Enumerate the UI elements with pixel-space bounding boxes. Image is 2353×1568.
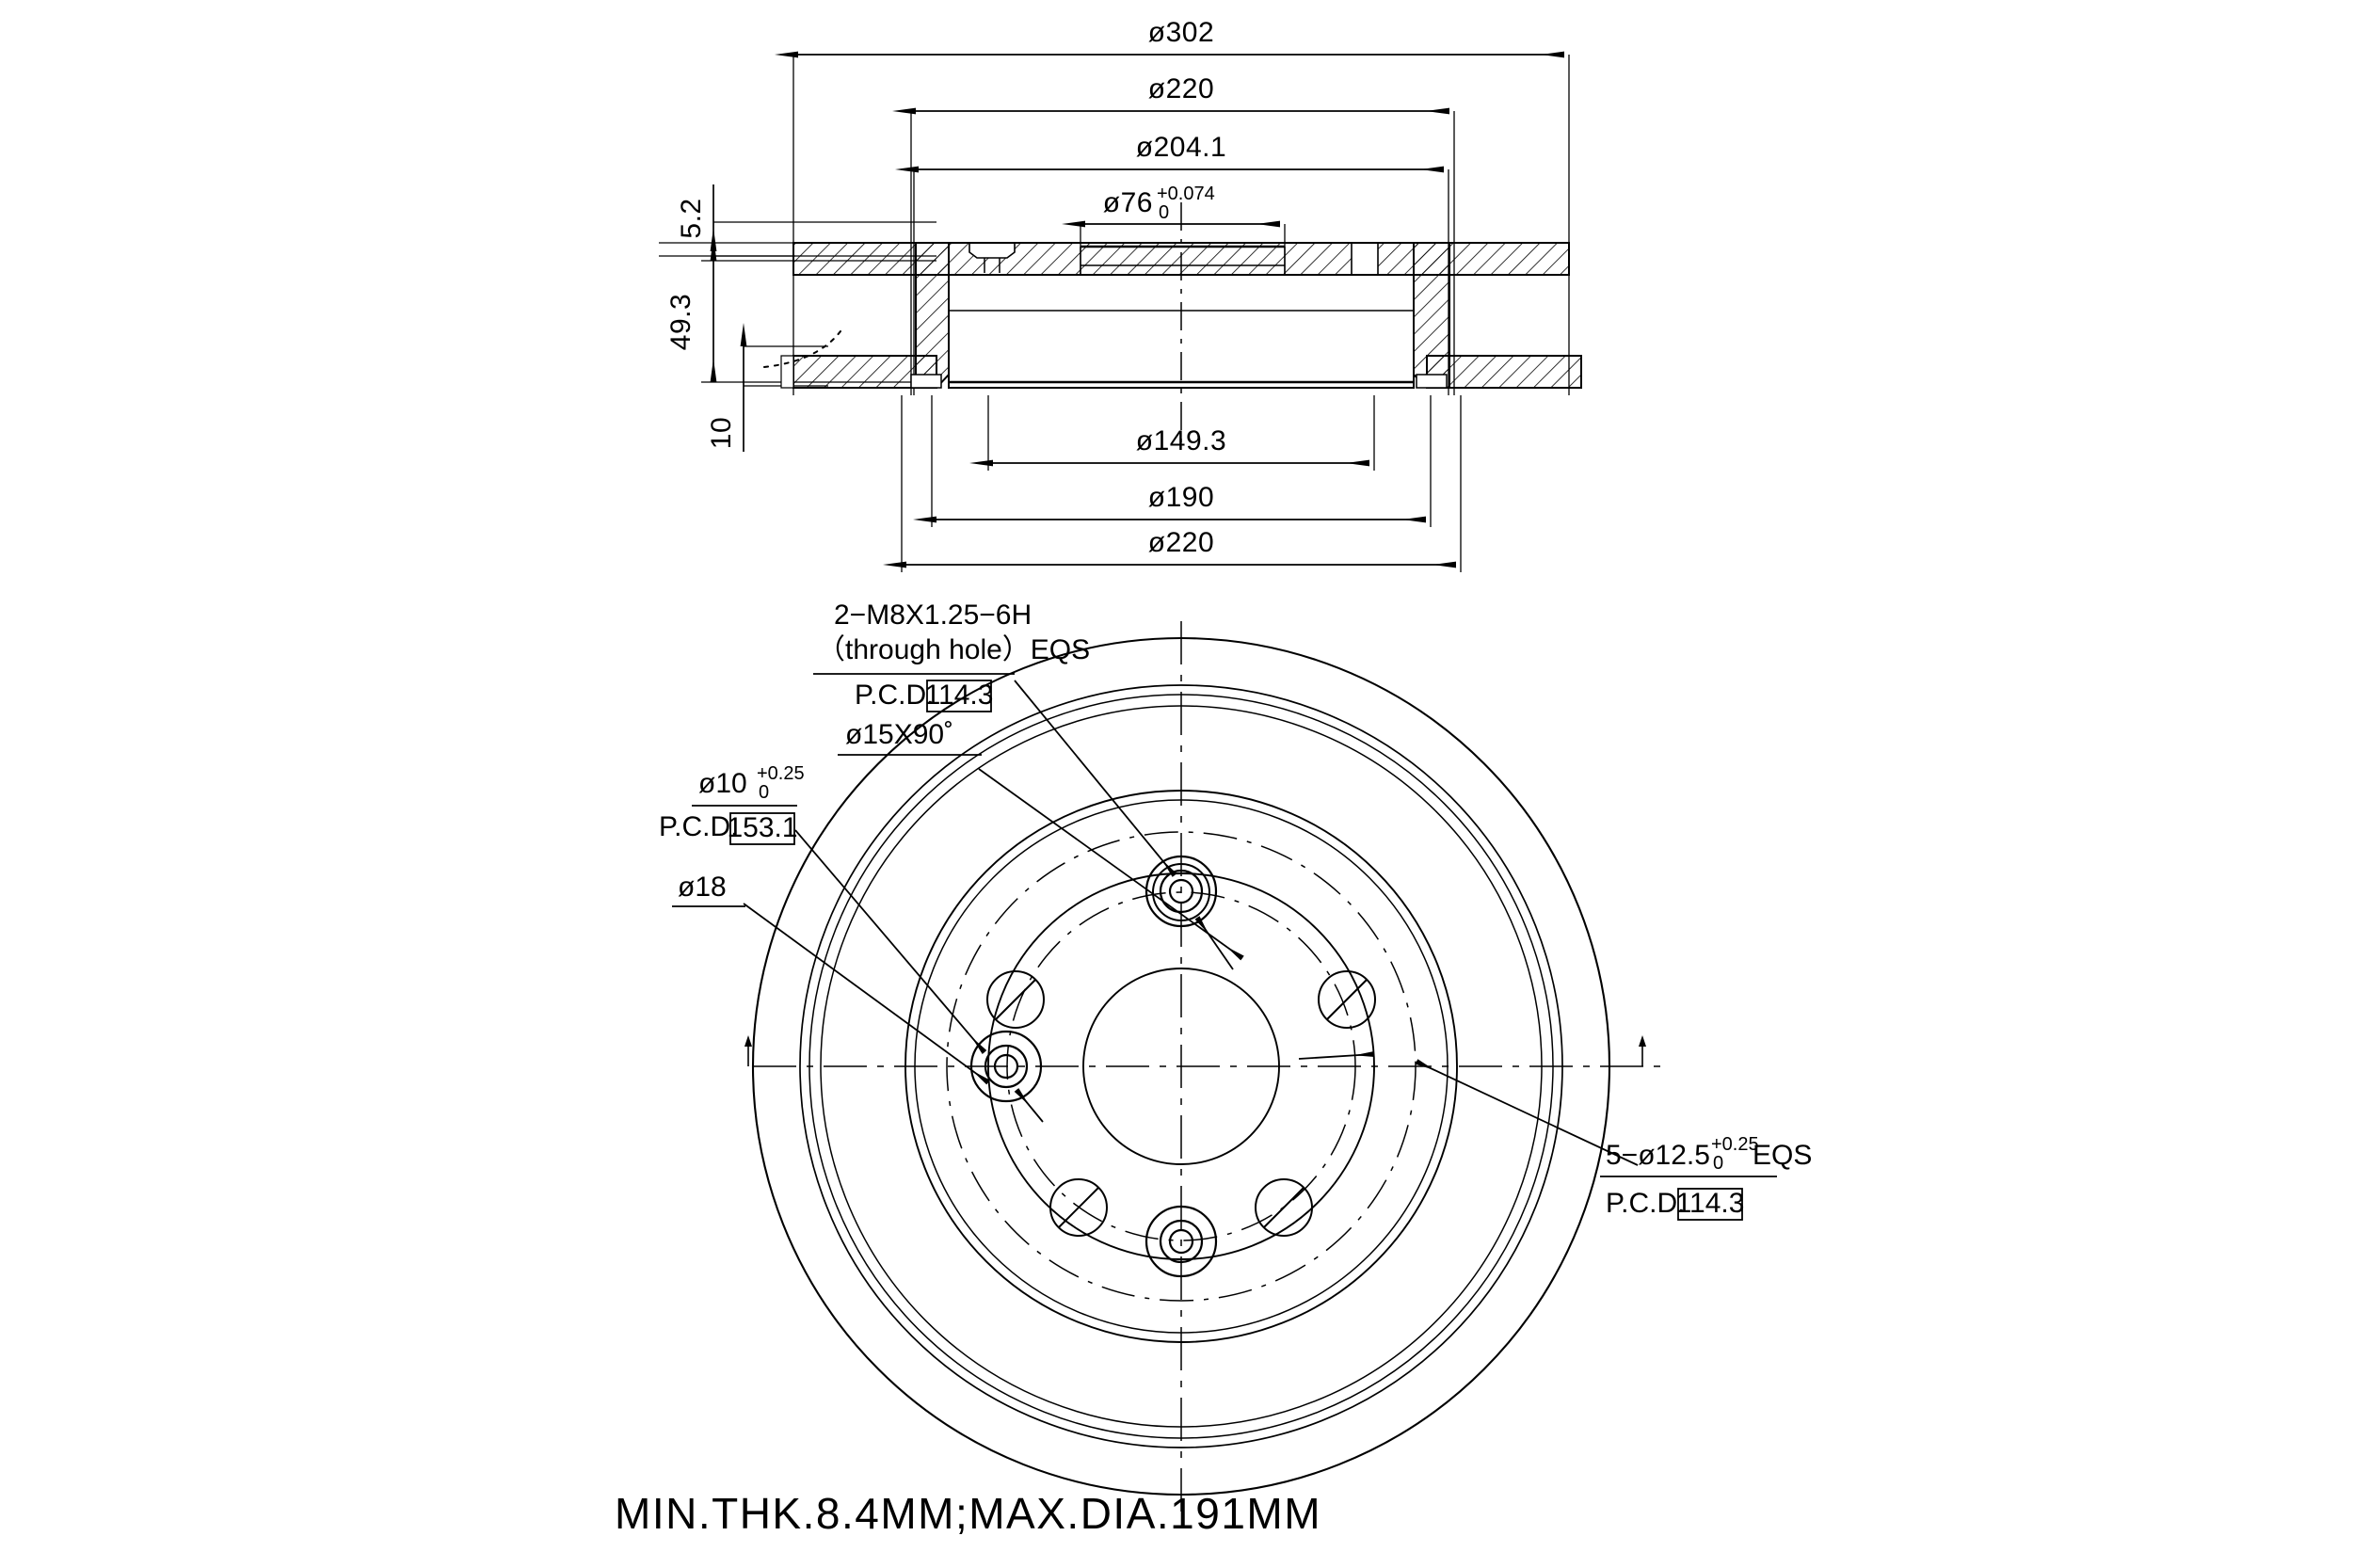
- front-view-center-lines: [744, 621, 1666, 1512]
- dimension-dia149-3: ø149.3: [969, 395, 1375, 471]
- lug-hole-lower-right: [1255, 1178, 1313, 1237]
- section-geometry: [659, 202, 1582, 442]
- lug-note-pcd-value: 114.3: [1676, 1188, 1745, 1219]
- m8-note-pcd-value: 114.3: [925, 680, 994, 711]
- annotation-chamfer: ø15X90˚: [838, 719, 982, 756]
- annotation-m8-thread: 2−M8X1.25−6H （through hole）EQS P.C.D. 11…: [813, 600, 1090, 712]
- dimension-label-dia204-1: ø204.1: [1136, 132, 1226, 163]
- dia10-note-label: ø10: [698, 768, 747, 799]
- section-radius-leader: [763, 330, 841, 368]
- lug-note-pcd-box: [1677, 1188, 1743, 1221]
- leader-lines: [743, 680, 1639, 1166]
- lug-note-tol-lower: 0: [1713, 1153, 1723, 1174]
- dimension-label-dia76: ø76: [1103, 187, 1153, 218]
- dimension-dia190: ø190: [913, 395, 1432, 527]
- front-face-view: 2−M8X1.25−6H （through hole）EQS P.C.D. 11…: [659, 600, 1812, 1512]
- dimension-label-dia220-top: ø220: [1148, 73, 1214, 104]
- dimension-tol-upper-dia76: +0.074: [1157, 184, 1215, 204]
- annotation-dia18: ø18: [672, 872, 745, 907]
- lug-holes: [986, 863, 1376, 1237]
- dimension-label-dia149-3: ø149.3: [1136, 425, 1226, 456]
- threaded-hole-bottom: [1144, 1205, 1218, 1278]
- dia18-note-label: ø18: [678, 872, 727, 903]
- dimension-label-5-2: 5.2: [676, 198, 707, 238]
- lug-hole-lower-left: [1049, 1178, 1108, 1237]
- dimension-label-dia220-bottom: ø220: [1148, 527, 1214, 558]
- dimension-dia302: ø302: [775, 17, 1570, 395]
- threaded-holes: [969, 855, 1218, 1278]
- lug-note-label: 5−ø12.5: [1606, 1140, 1710, 1171]
- dia10-note-tol-lower: 0: [759, 782, 769, 803]
- dimension-dia76: ø76 +0.074 0: [1062, 184, 1286, 282]
- dimension-label-dia302: ø302: [1148, 17, 1214, 48]
- dimension-tol-lower-dia76: 0: [1159, 202, 1169, 223]
- m8-note-line2: （through hole）EQS: [817, 634, 1090, 665]
- chamfer-note-label: ø15X90˚: [845, 719, 953, 750]
- dimension-label-49-3: 49.3: [665, 294, 696, 350]
- dimension-height-10: 10: [706, 323, 828, 452]
- dia10-note-pcd-label: P.C.D.: [659, 811, 738, 842]
- section-hub-wall-left: [915, 242, 950, 389]
- dia10-note-tol-upper: +0.25: [757, 763, 805, 784]
- section-notch-left: [910, 374, 942, 389]
- m8-note-pcd-label: P.C.D.: [855, 680, 934, 711]
- dia10-note-pcd-box: [729, 812, 795, 845]
- section-reference-lines: [659, 242, 795, 257]
- lug-hole-top: [1152, 863, 1210, 921]
- lug-hole-upper-left: [986, 970, 1045, 1029]
- annotation-lug-holes: 5−ø12.5 +0.25 0 EQS P.C.D. 114.3: [1600, 1134, 1812, 1221]
- lug-hole-chamfer-marks: [995, 979, 1368, 1228]
- lug-note-pcd-label: P.C.D.: [1606, 1188, 1685, 1219]
- annotation-dia10: ø10 +0.25 0 P.C.D. 153.1: [659, 763, 805, 845]
- cross-section-view: ø302 ø220 ø204.1 ø76 +0.074 0: [659, 17, 1582, 572]
- dimension-label-10: 10: [706, 417, 737, 449]
- lug-note-tol-upper: +0.25: [1711, 1134, 1759, 1155]
- dimension-dia220-top: ø220: [892, 73, 1455, 395]
- lug-note-suffix: EQS: [1753, 1140, 1812, 1171]
- section-hub-face-lines: [1080, 245, 1286, 275]
- threaded-hole-top: [1144, 855, 1218, 928]
- lug-hole-upper-right: [1318, 970, 1376, 1029]
- dimension-label-dia190: ø190: [1148, 482, 1214, 513]
- section-boss-right: [1351, 242, 1379, 276]
- threaded-hole-left: [969, 1030, 1043, 1103]
- section-hub-wall-right: [1413, 242, 1450, 389]
- dia10-note-pcd-value: 153.1: [727, 812, 797, 843]
- footer-note: MIN.THK.8.4MM;MAX.DIA.191MM: [615, 1489, 1321, 1538]
- dimension-dia220-bottom: ø220: [883, 395, 1462, 572]
- section-notch-right: [1416, 374, 1448, 389]
- m8-note-line1: 2−M8X1.25−6H: [834, 600, 1032, 631]
- m8-note-pcd-box: [926, 680, 992, 712]
